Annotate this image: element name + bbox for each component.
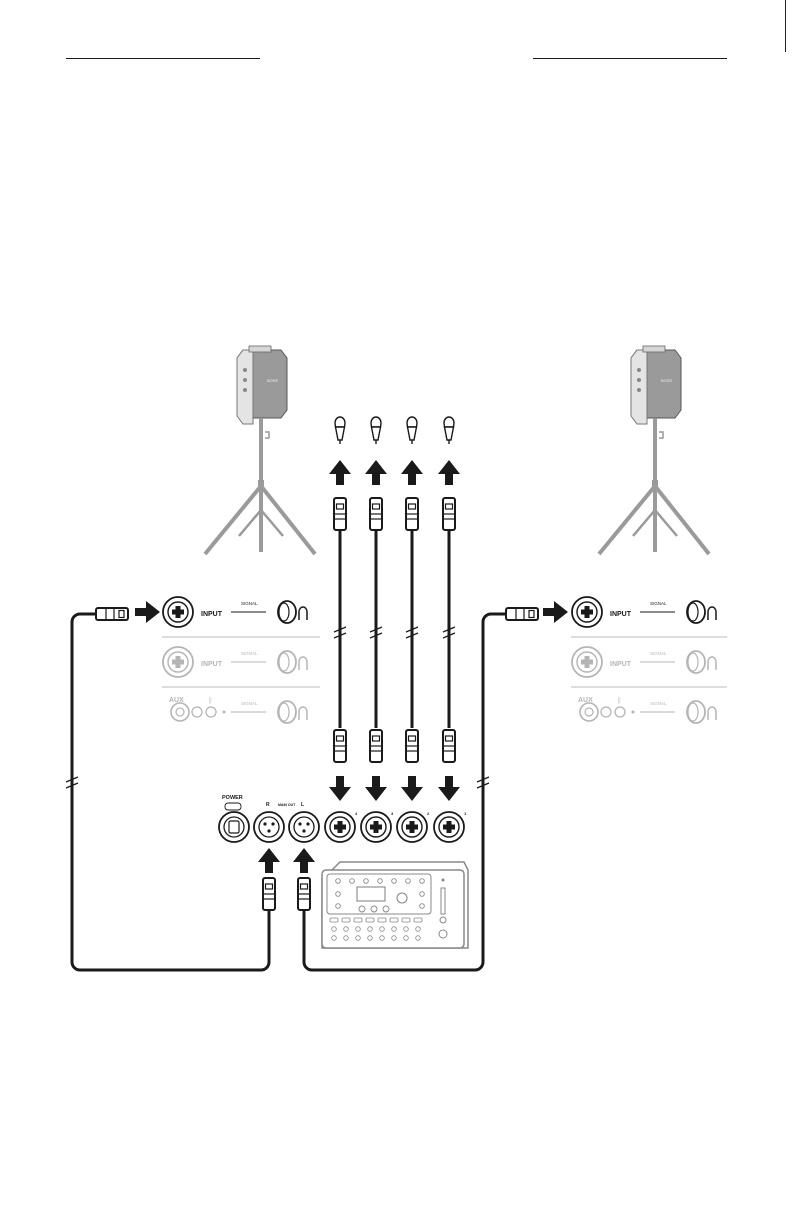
mixer-ch1-number: 1: [464, 811, 467, 816]
right-ch1-signal-label: SIGNAL: [650, 601, 667, 606]
mic4-top-xlr-connector-icon: [334, 498, 346, 530]
left-ch2-volume-knob: [278, 651, 307, 673]
right-speaker-input-panel: INPUT SIGNAL INPUT SIGNAL AUX ᛒ SIGNAL: [571, 597, 727, 723]
right-ch1-volume-knob: [687, 601, 716, 623]
mixer-ch1-input-jack: [434, 812, 464, 842]
left-ch1-input-label: INPUT: [201, 611, 223, 618]
main-out-l-label: L: [301, 802, 304, 808]
mic2-bottom-xlr-connector-icon: [406, 730, 418, 762]
main-out-r-arrow-icon: [258, 848, 280, 873]
mic3-bottom-xlr-connector-icon: [370, 730, 382, 762]
right-aux-signal-label: SIGNAL: [650, 701, 667, 706]
left-aux-volume-knob: [278, 701, 307, 723]
mic3-down-arrow-icon: [365, 776, 387, 801]
mic4-down-arrow-icon: [329, 776, 351, 801]
microphone-2-icon: [407, 417, 417, 444]
left-speaker-xlr-connector-icon: [96, 608, 128, 620]
right-ch2-volume-knob: [687, 651, 716, 673]
left-aux-signal-label: SIGNAL: [241, 701, 258, 706]
mixer-ch4-number: 4: [355, 811, 358, 816]
power-label: POWER: [222, 795, 243, 801]
mixer-ch2-input-jack: [397, 812, 427, 842]
left-ch2-input-jack: [163, 647, 193, 677]
mic2-up-arrow-icon: [401, 460, 423, 485]
right-aux-volume-knob: [687, 701, 716, 723]
left-speaker-icon: [205, 346, 315, 554]
main-out-r-xlr-connector-icon: [263, 878, 275, 910]
left-speaker-input-panel: INPUT SIGNAL INPUT SIGNAL AUX ᛒ SIGNAL: [162, 597, 320, 723]
main-out-l-arrow-icon: [293, 848, 315, 873]
mic4-up-arrow-icon: [329, 460, 351, 485]
left-ch1-input-jack: [163, 597, 193, 627]
main-out-label: MAIN OUT: [278, 803, 296, 807]
microphone-3-icon: [371, 417, 381, 444]
mixer-ch3-number: 3: [391, 811, 394, 816]
right-ch2-input-jack: [572, 647, 602, 677]
mixer-rear-panel: POWER R MAIN OUT L 4 3 2 1: [219, 795, 467, 842]
mic1-down-arrow-icon: [438, 776, 460, 801]
mic2-down-arrow-icon: [401, 776, 423, 801]
right-ch2-signal-label: SIGNAL: [650, 651, 667, 656]
right-speaker-input-arrow-icon: [543, 601, 568, 623]
mixer-ch4-input-jack: [325, 812, 355, 842]
mic1-bottom-xlr-connector-icon: [443, 730, 455, 762]
main-out-r-label: R: [266, 802, 270, 808]
left-speaker-input-arrow-icon: [135, 601, 160, 623]
left-bluetooth-icon: ᛒ: [208, 696, 213, 705]
left-ch2-signal-label: SIGNAL: [241, 651, 258, 656]
right-speaker-xlr-connector-icon: [506, 608, 538, 620]
microphone-4-icon: [335, 417, 345, 444]
mixer-ch2-number: 2: [427, 811, 430, 816]
right-bluetooth-icon: ᛒ: [617, 696, 622, 705]
microphone-cables: [329, 417, 460, 801]
right-ch2-input-label: INPUT: [610, 661, 632, 668]
left-ch1-volume-knob: [278, 601, 307, 623]
main-out-l-xlr-connector-icon: [298, 878, 310, 910]
microphone-1-icon: [444, 417, 454, 444]
right-ch1-input-label: INPUT: [610, 611, 632, 618]
mixer-top-panel: [322, 862, 468, 948]
mic2-top-xlr-connector-icon: [406, 498, 418, 530]
mic1-top-xlr-connector-icon: [443, 498, 455, 530]
right-ch1-input-jack: [572, 597, 602, 627]
mic3-top-xlr-connector-icon: [370, 498, 382, 530]
mic3-up-arrow-icon: [365, 460, 387, 485]
mixer-ch3-input-jack: [361, 812, 391, 842]
left-ch1-signal-label: SIGNAL: [241, 601, 258, 606]
mic4-bottom-xlr-connector-icon: [334, 730, 346, 762]
left-ch2-input-label: INPUT: [201, 661, 223, 668]
mic1-up-arrow-icon: [438, 460, 460, 485]
right-speaker-icon: [599, 346, 709, 554]
